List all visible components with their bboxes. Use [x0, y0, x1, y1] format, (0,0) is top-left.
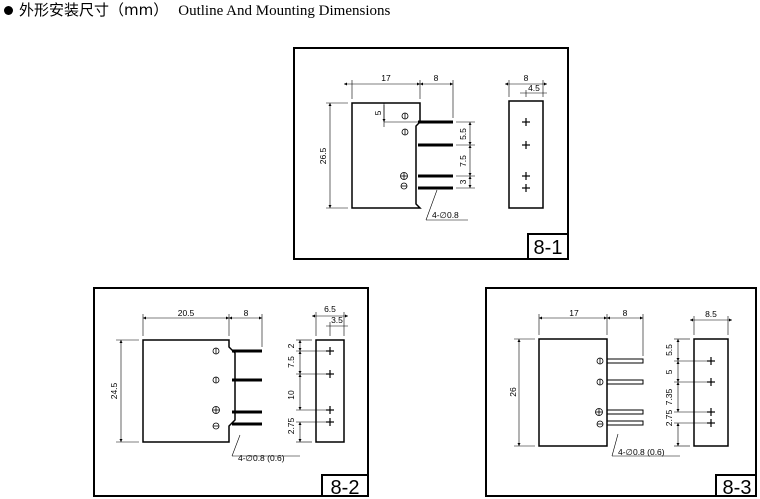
pin-note-8-1: 4-∅0.8	[432, 210, 459, 220]
dim-8-2-pitch1: 7.5	[286, 356, 296, 368]
pins-8-3	[606, 358, 644, 426]
frame-8-2	[93, 287, 369, 497]
dim-8-3-pin-len: 8	[623, 308, 628, 318]
dim-8-1-pin-len: 8	[434, 73, 439, 83]
dim-8-2-side-off: 3.5	[331, 315, 343, 325]
dim-8-1-side-width: 8	[524, 73, 529, 83]
pin-symbols-8-3	[595, 357, 604, 428]
body-8-2	[142, 339, 236, 443]
side-marks-8-2	[326, 347, 334, 426]
side-view-8-3	[693, 338, 729, 447]
dim-8-3-pitch1: 5.5	[664, 344, 674, 356]
label-box-8-2	[321, 474, 369, 497]
header-title-zh: 外形安装尺寸（mm）	[19, 1, 169, 19]
dim-8-1-pitch3: 3	[458, 179, 468, 184]
bullet-icon	[4, 6, 13, 16]
dim-8-2-pitch3: 2.75	[286, 417, 296, 434]
section-header: 外形安装尺寸（mm） Outline And Mounting Dimension…	[4, 0, 704, 20]
dimension-labels-8-3: 17 8 26 5.5 5 7.35 2.75 4-∅0.8 (0.6) 8.5…	[508, 308, 751, 499]
frame-8-3	[485, 287, 757, 497]
side-marks-8-3	[707, 357, 715, 427]
body-8-1	[351, 102, 422, 209]
dim-8-2-pitch2: 10	[286, 390, 296, 400]
diagram-label-8-1: 8-1	[534, 237, 563, 259]
diagram-label-8-2: 8-2	[331, 477, 360, 499]
side-marks-8-1	[522, 118, 530, 192]
dim-8-2-pitch-top: 2	[286, 343, 296, 348]
label-box-8-3	[715, 474, 757, 497]
dim-8-3-width: 17	[569, 308, 579, 318]
header-title-en: Outline And Mounting Dimensions	[178, 3, 391, 19]
dim-8-3-pitch2: 5	[664, 369, 674, 374]
pin-symbols-8-2	[212, 347, 220, 430]
dimension-labels-8-1: 17 8 26.5 5 5.5 7.5 3 4-∅0.8 8 4.5 8-1	[318, 73, 562, 259]
dim-8-2-height: 24.5	[109, 382, 119, 399]
dim-8-1-pitch1: 5.5	[458, 128, 468, 140]
dim-8-1-side-off: 4.5	[528, 83, 540, 93]
dimension-labels-8-2: 20.5 8 24.5 2 7.5 10 2.75 4-∅0.8 (0.6) 6…	[109, 304, 359, 499]
label-box-8-1	[527, 233, 569, 260]
frame-8-1	[293, 47, 569, 260]
dim-8-2-pin-len: 8	[244, 308, 249, 318]
dim-8-3-side-width: 8.5	[705, 309, 717, 319]
body-8-3	[538, 338, 608, 447]
dim-8-1-width: 17	[381, 73, 391, 83]
dim-8-3-height: 26	[508, 387, 518, 397]
dim-8-3-pitch3: 7.35	[664, 388, 674, 405]
dim-8-1-pitch2: 7.5	[458, 155, 468, 167]
dim-8-3-pitch4: 2.75	[664, 409, 674, 426]
dim-8-2-side-width: 6.5	[324, 304, 336, 314]
pins-8-2	[232, 349, 262, 426]
dim-8-1-top-off: 5	[373, 110, 383, 115]
diagram-8-2	[93, 287, 369, 497]
side-view-8-2	[315, 339, 345, 443]
diagram-label-8-3: 8-3	[723, 477, 752, 499]
dim-8-1-height: 26.5	[318, 147, 328, 164]
diagram-8-3	[485, 287, 757, 497]
pins-8-1	[418, 120, 453, 190]
pin-note-8-2: 4-∅0.8 (0.6)	[238, 453, 285, 463]
diagram-8-1	[293, 47, 569, 260]
dim-8-2-width: 20.5	[178, 308, 195, 318]
pin-note-8-3: 4-∅0.8 (0.6)	[618, 447, 665, 457]
pin-symbols-8-1	[400, 112, 409, 190]
